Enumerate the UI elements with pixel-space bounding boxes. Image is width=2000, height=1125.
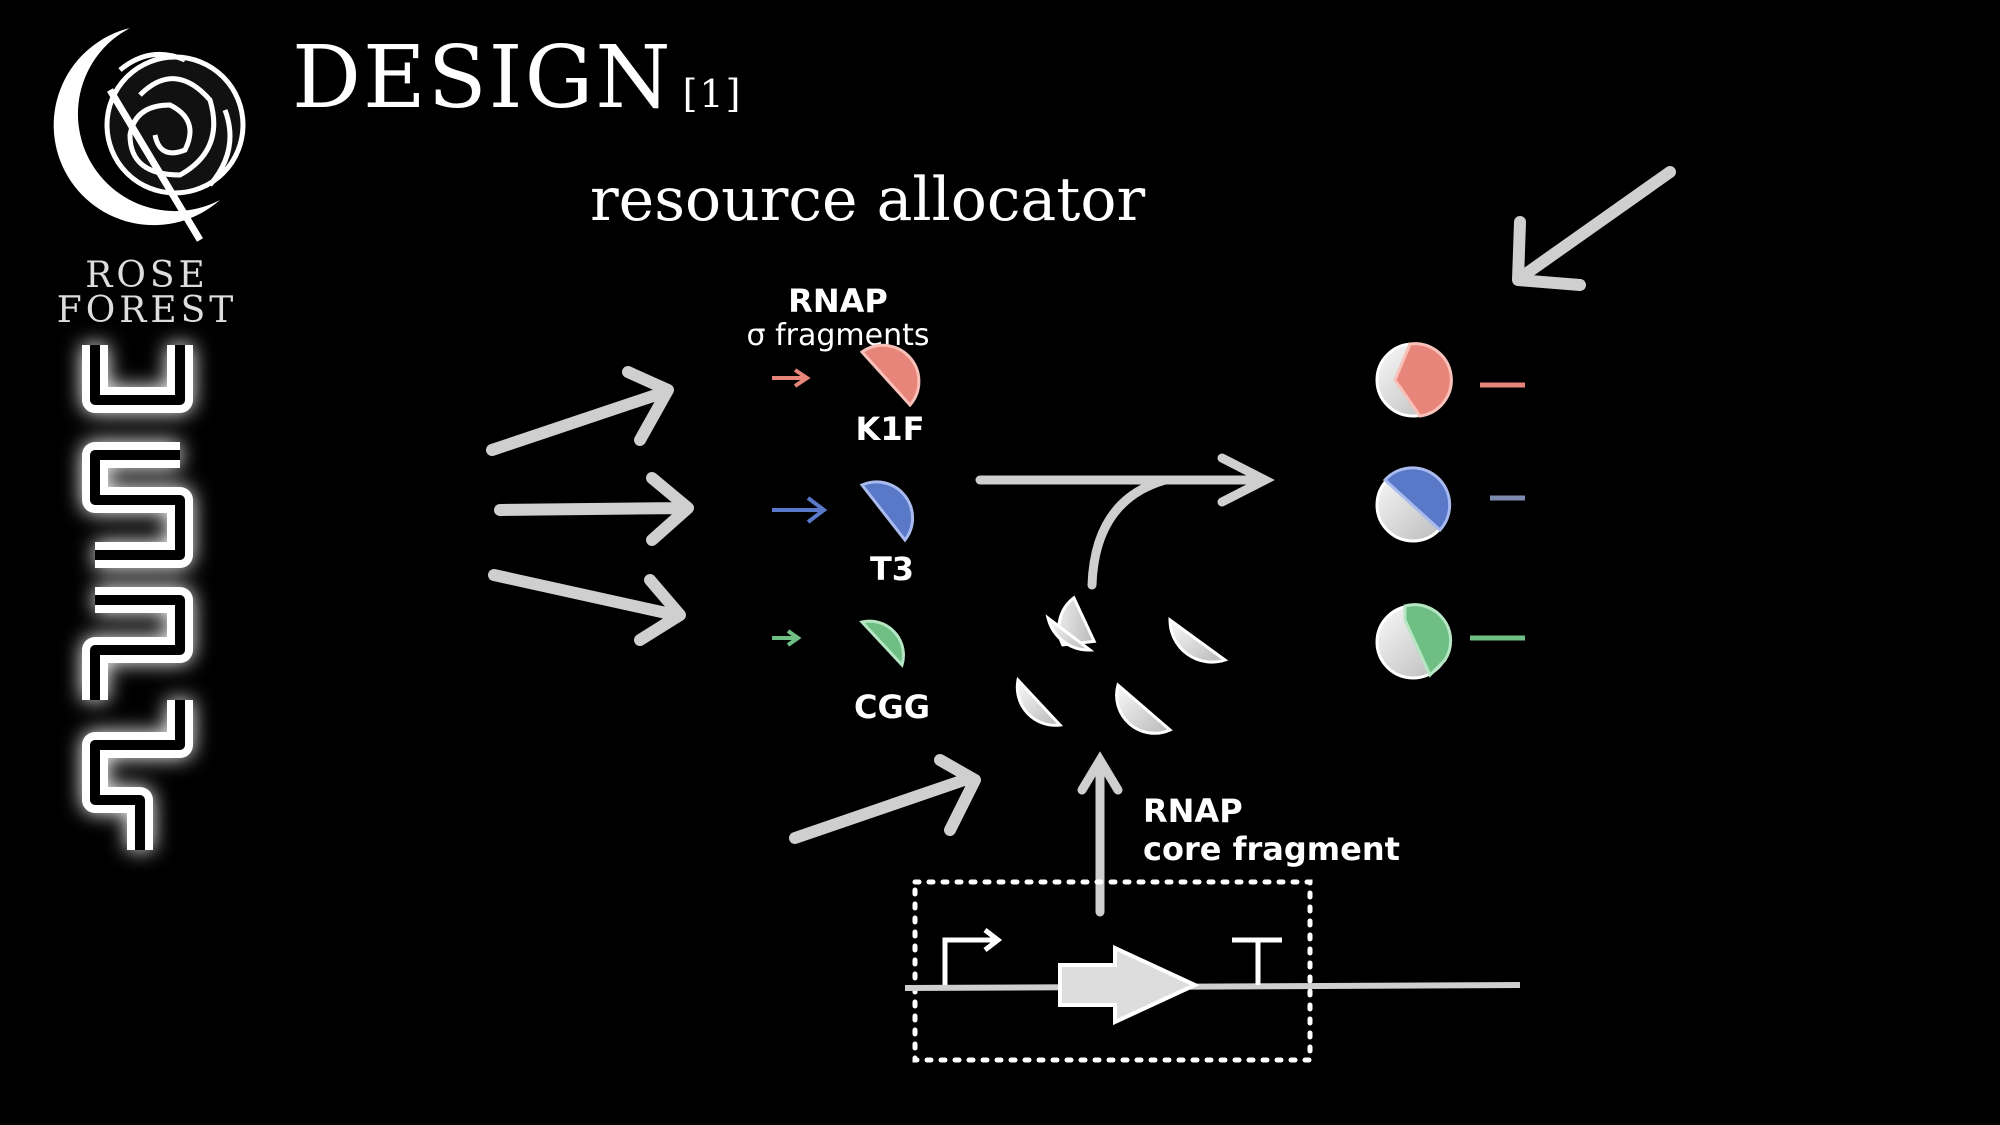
gene-construct xyxy=(904,879,1521,1063)
fragment-k1f: K1F xyxy=(772,343,925,448)
core-fragments xyxy=(1015,595,1229,735)
fragment-label-cgg: CGG xyxy=(854,688,930,726)
terminator-icon xyxy=(1232,937,1282,985)
sigma-subheading: σ fragments xyxy=(747,318,930,353)
combine-branch xyxy=(1087,475,1170,590)
rose-icon xyxy=(104,51,246,242)
combine-arrow xyxy=(975,453,1275,507)
core-up-arrow xyxy=(1077,751,1123,917)
fragment-label-t3: T3 xyxy=(870,550,914,588)
logo-line-rose: ROSE xyxy=(85,255,209,296)
rose-forest-logo xyxy=(53,28,246,850)
holoenzyme-k1f xyxy=(1375,342,1525,418)
title-text: DESIGN xyxy=(292,28,673,128)
core-subheading: core fragment xyxy=(1143,830,1400,868)
gene-arrow xyxy=(1058,944,1200,1026)
fragment-label-k1f: K1F xyxy=(856,410,925,448)
input-arrow-2 xyxy=(494,472,694,546)
corner-arrow xyxy=(1512,166,1676,291)
moon-icon xyxy=(53,28,221,226)
fragment-cgg: CGG xyxy=(772,619,930,726)
holoenzyme-t3 xyxy=(1375,466,1525,543)
title-reference: [1] xyxy=(682,72,743,116)
promoter-arrow xyxy=(942,928,1003,985)
input-arrow-core xyxy=(789,754,981,844)
slide-subtitle: resource allocator xyxy=(590,165,1146,235)
input-arrow-3 xyxy=(488,569,686,646)
input-arrow-1 xyxy=(486,366,674,456)
slide-title: DESIGN[1] xyxy=(292,28,742,128)
logo-line-forest: FOREST xyxy=(56,290,238,331)
core-heading: RNAP xyxy=(1143,792,1243,830)
holoenzyme-cgg xyxy=(1375,603,1525,680)
fragment-t3: T3 xyxy=(772,480,915,588)
sigma-heading: RNAP xyxy=(788,282,888,320)
